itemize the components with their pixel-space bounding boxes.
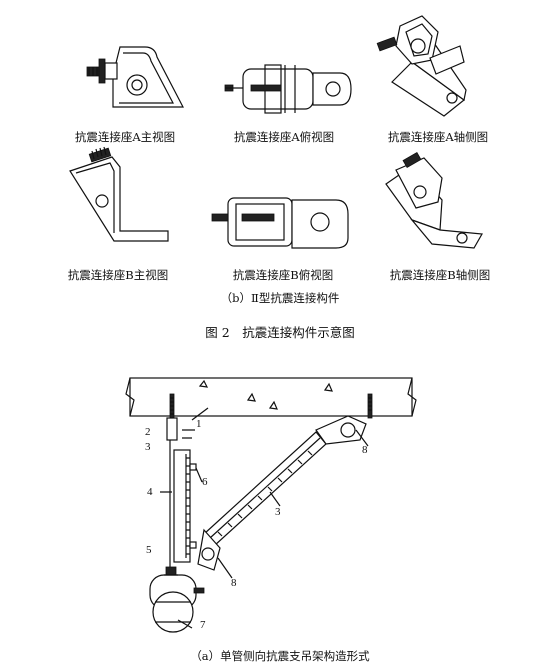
caption-seat-b-front-view: 抗震连接座B主视图 bbox=[67, 268, 169, 282]
seat-a-front-view bbox=[86, 46, 184, 108]
seat-b-front-view bbox=[69, 146, 169, 242]
callout-3-brace: 3 bbox=[275, 506, 281, 518]
subfigure-b-caption: （b）Ⅱ型抗震连接构件 bbox=[220, 291, 340, 305]
caption-seat-a-front-view: 抗震连接座A主视图 bbox=[74, 130, 176, 144]
seat-b-top-view bbox=[211, 197, 349, 249]
callout-5: 5 bbox=[146, 544, 152, 556]
caption-seat-b-iso-view: 抗震连接座B轴侧图 bbox=[389, 268, 491, 282]
callout-2: 2 bbox=[145, 426, 151, 438]
callout-8-upper: 8 bbox=[362, 444, 368, 456]
callout-3-upper: 3 bbox=[145, 441, 151, 453]
seat-a-top-view bbox=[224, 64, 352, 114]
seat-a-iso-view bbox=[376, 15, 467, 117]
callout-8-lower: 8 bbox=[231, 577, 237, 589]
hanger-assembly-diagram bbox=[125, 377, 417, 633]
figure-title: 图 2 抗震连接构件示意图 bbox=[205, 325, 355, 340]
callout-1: 1 bbox=[196, 418, 202, 430]
callout-7: 7 bbox=[200, 619, 206, 631]
caption-seat-b-top-view: 抗震连接座B俯视图 bbox=[232, 268, 334, 282]
subfigure-a-caption: （a）单管侧向抗震支吊架构造形式 bbox=[190, 649, 370, 663]
callout-4: 4 bbox=[147, 486, 153, 498]
caption-seat-a-top-view: 抗震连接座A俯视图 bbox=[233, 130, 335, 144]
caption-seat-a-iso-view: 抗震连接座A轴侧图 bbox=[387, 130, 489, 144]
seat-b-iso-view bbox=[385, 151, 483, 249]
callout-6: 6 bbox=[202, 476, 208, 488]
